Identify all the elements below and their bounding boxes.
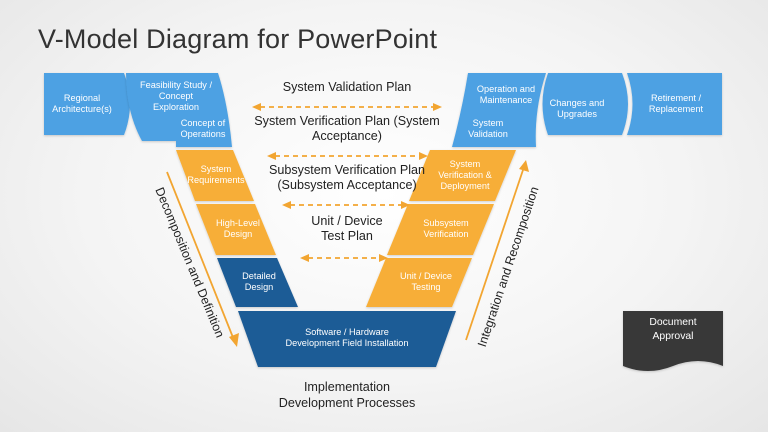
unit-plan-line-2: Test Plan (321, 229, 373, 243)
high-level-line-2: Design (224, 229, 253, 239)
changes-upgrades-shape (542, 73, 628, 135)
operation-maintenance-label: Operation and Maintenance (477, 84, 535, 105)
verification-plan-line-2: Acceptance) (312, 129, 382, 143)
bottom-line-1: Software / Hardware (305, 327, 389, 337)
system-verification-shape (409, 150, 516, 201)
system-validation-shape (452, 73, 546, 147)
unit-test-line-2: Testing (411, 282, 440, 292)
subsystem-plan-line-2: (Subsystem Acceptance) (277, 178, 416, 192)
subsys-verif-line-1: Subsystem (423, 218, 469, 228)
implementation-label: Implementation Development Processes (279, 380, 416, 410)
detailed-design-label: Detailed Design (242, 271, 276, 292)
document-approval-shape (623, 311, 723, 371)
high-level-design-label: High-Level Design (216, 218, 260, 239)
high-level-line-1: High-Level (216, 218, 260, 228)
unit-double-arrow (300, 254, 388, 262)
sys-validation-line-2: Validation (468, 129, 508, 139)
retirement-replacement-label: Retirement / Replacement (649, 93, 704, 114)
unit-device-testing-shape (366, 258, 472, 307)
verification-plan-line-1: System Verification Plan (System (254, 114, 439, 128)
sys-validation-line-1: System (473, 118, 504, 128)
unit-test-line-1: Unit / Device (400, 271, 452, 281)
document-approval-label: Document Approval (649, 317, 696, 342)
regional-line-1: Regional (64, 93, 100, 103)
document-line-1: Document (649, 317, 696, 328)
high-level-design-shape (196, 204, 276, 255)
slide-title: V-Model Diagram for PowerPoint (38, 24, 438, 54)
sys-req-line-2: Requirements (187, 175, 245, 185)
software-hardware-development-label: Software / Hardware Development Field In… (285, 327, 408, 348)
software-hardware-development-shape (238, 311, 456, 367)
subsystem-double-arrow (282, 201, 410, 209)
subsys-verif-line-2: Verification (424, 229, 469, 239)
operation-line-1: Operation and (477, 84, 535, 94)
feasibility-line-3: Exploration (153, 102, 199, 112)
system-validation-label: System Validation (468, 118, 508, 139)
changes-line-2: Upgrades (557, 109, 597, 119)
feasibility-line-1: Feasibility Study / (140, 80, 212, 90)
feasibility-study-label: Feasibility Study / Concept Exploration (140, 80, 212, 112)
document-line-2: Approval (652, 331, 693, 342)
validation-double-arrow (252, 103, 442, 111)
implementation-line-1: Implementation (304, 380, 390, 394)
detailed-line-2: Design (245, 282, 274, 292)
bottom-line-2: Development Field Installation (285, 338, 408, 348)
system-verification-plan: System Verification Plan (System Accepta… (254, 114, 439, 143)
subsystem-verification-plan: Subsystem Verification Plan (Subsystem A… (269, 163, 425, 192)
unit-device-testing-label: Unit / Device Testing (400, 271, 452, 292)
detailed-line-1: Detailed (242, 271, 276, 281)
sys-req-line-1: System (201, 164, 232, 174)
sys-verif-line-3: Deployment (440, 181, 489, 191)
implementation-line-2: Development Processes (279, 396, 416, 410)
system-requirements-shape (176, 150, 254, 201)
integration-arrow (465, 160, 529, 341)
sys-verif-line-2: Verification & (438, 170, 492, 180)
regional-architecture-label: Regional Architecture(s) (52, 93, 112, 114)
system-requirements-label: System Requirements (187, 164, 245, 185)
operation-line-2: Maintenance (480, 95, 533, 105)
verification-double-arrow (267, 152, 428, 160)
unit-plan-line-1: Unit / Device (311, 214, 382, 228)
unit-device-test-plan: Unit / Device Test Plan (311, 214, 382, 243)
feasibility-line-2: Concept (159, 91, 194, 101)
system-verification-label: System Verification & Deployment (438, 159, 492, 191)
retirement-line-2: Replacement (649, 104, 704, 114)
regional-line-2: Architecture(s) (52, 104, 112, 114)
sys-verif-line-1: System (450, 159, 481, 169)
concept-of-operations-label: Concept of Operations (181, 118, 226, 139)
concept-ops-line-2: Operations (181, 129, 226, 139)
concept-ops-line-1: Concept of (181, 118, 226, 128)
changes-line-1: Changes and (550, 98, 605, 108)
retirement-replacement-shape (627, 73, 722, 135)
subsystem-plan-line-1: Subsystem Verification Plan (269, 163, 425, 177)
system-validation-plan: System Validation Plan (283, 80, 412, 94)
subsystem-verification-shape (387, 204, 494, 255)
concept-exploration-shape (126, 73, 232, 147)
subsystem-verification-label: Subsystem Verification (423, 218, 469, 239)
regional-architecture-shape (44, 73, 130, 135)
retirement-line-1: Retirement / (651, 93, 701, 103)
changes-upgrades-label: Changes and Upgrades (550, 98, 605, 119)
detailed-design-shape (217, 258, 298, 307)
decomposition-arrow (166, 171, 239, 347)
